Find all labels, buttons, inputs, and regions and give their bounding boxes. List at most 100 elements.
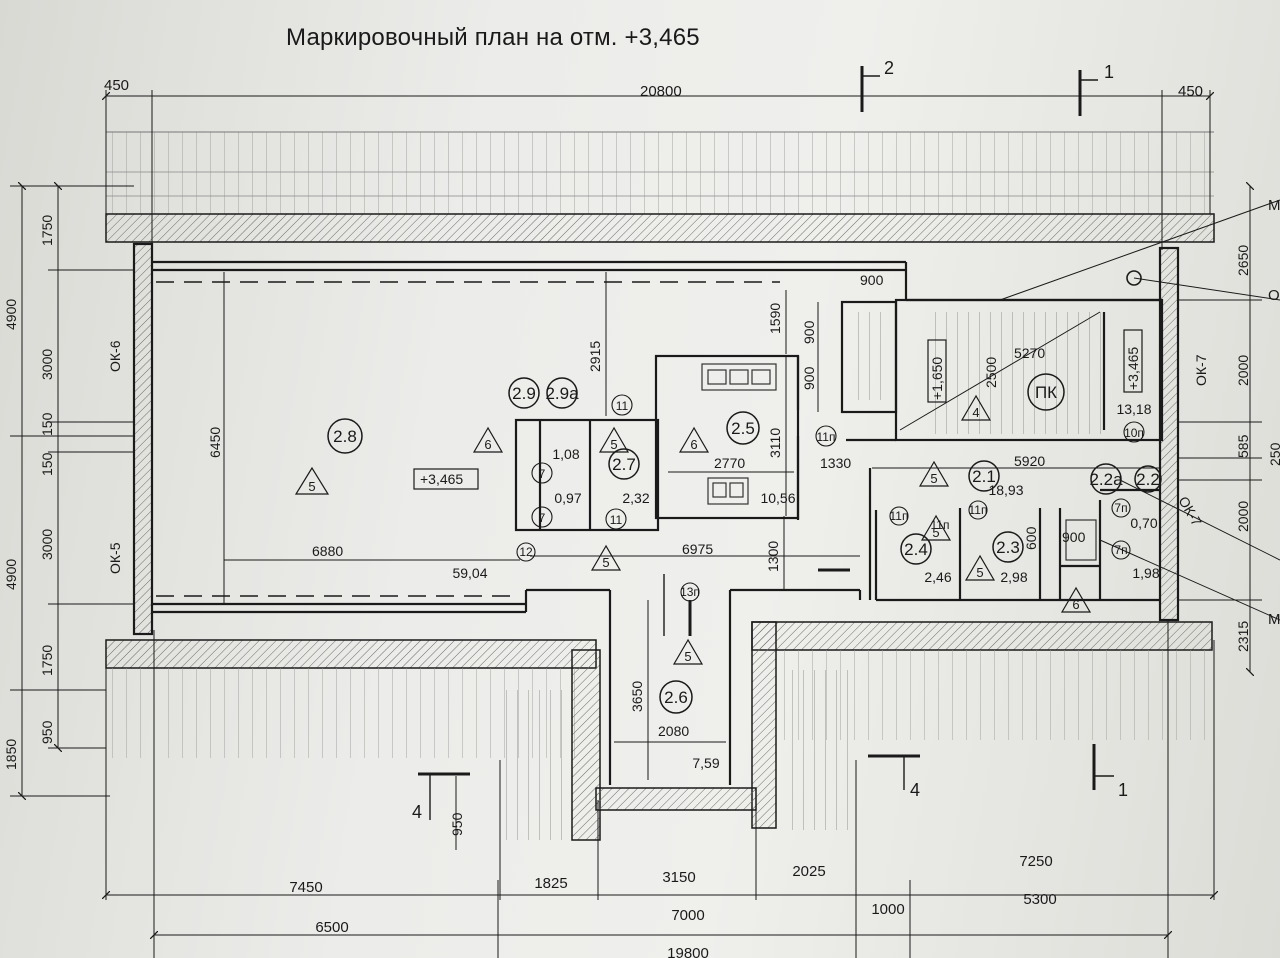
room-2-1: 2.1 <box>972 467 996 486</box>
dim-900-top: 900 <box>860 272 884 288</box>
section-labels: 2 1 4 4 1 <box>412 58 1128 822</box>
tag-12: 12 <box>519 545 533 559</box>
dim-2500: 2500 <box>983 357 999 388</box>
callout-m-top: М <box>1268 197 1280 214</box>
tag-7d: 7п <box>1114 543 1127 557</box>
area-2-7: 2,32 <box>622 490 649 506</box>
finish-5-corr: 5 <box>602 555 609 570</box>
right-callouts: М О М <box>1268 197 1280 628</box>
dim-1825: 1825 <box>534 875 567 892</box>
area-2-9a: 0,97 <box>554 490 581 506</box>
dim-2025: 2025 <box>792 863 825 880</box>
dim-right-2000a: 2000 <box>1235 355 1251 386</box>
finish-triangles <box>294 394 1092 665</box>
dim-right-585: 585 <box>1235 434 1251 458</box>
right-dimensions: 2650 2000 585 250 2000 2315 <box>1235 245 1280 652</box>
dim-1330: 1330 <box>820 455 851 471</box>
area-2-9: 1,08 <box>552 446 579 462</box>
fixtures <box>701 363 1097 561</box>
dim-3150: 3150 <box>662 869 695 886</box>
dim-7250: 7250 <box>1019 853 1052 870</box>
room-2-9a: 2.9a <box>545 384 579 403</box>
dim-5300: 5300 <box>1023 891 1056 908</box>
finish-4-pk: 4 <box>972 405 979 420</box>
tag-11c: 11п <box>817 430 836 444</box>
dim-19800: 19800 <box>667 945 709 958</box>
dim-left-150a: 150 <box>39 412 55 436</box>
dim-right-2315: 2315 <box>1235 621 1251 652</box>
room-markers <box>327 373 1162 714</box>
dim-top-right: 450 <box>1178 83 1203 100</box>
dim-1000: 1000 <box>871 901 904 918</box>
dim-7000: 7000 <box>671 907 704 924</box>
tag-13: 13п <box>680 585 700 599</box>
left-dimensions: 1750 3000 150 150 3000 1750 950 4900 490… <box>3 215 55 770</box>
dim-900-mid: 900 <box>801 320 817 344</box>
level-main: +3,465 <box>420 471 463 487</box>
outer-walls <box>132 242 1180 785</box>
area-2-8: 59,04 <box>452 565 487 581</box>
dimension-lines <box>10 90 1262 958</box>
dim-left-4900a: 4900 <box>3 299 19 330</box>
dim-left-4900b: 4900 <box>3 559 19 590</box>
roof-bottom-band <box>105 621 1213 841</box>
dim-2770: 2770 <box>714 455 745 471</box>
room-labels: 2.8 2.9 2.9a 2.7 2.5 2.1 2.2a 2.2 2.4 2.… <box>333 383 1160 707</box>
dim-left-150b: 150 <box>39 452 55 476</box>
dim-5920: 5920 <box>1014 453 1045 469</box>
section-2-top: 2 <box>884 58 894 78</box>
dim-1300: 1300 <box>765 541 781 572</box>
finish-6-2-5: 6 <box>690 437 697 452</box>
roof-top-band <box>105 131 1215 243</box>
window-ok5: ОК-5 <box>107 542 123 574</box>
room-2-7: 2.7 <box>612 455 636 474</box>
door-marks <box>663 568 850 636</box>
section-4-mid: 4 <box>910 780 920 800</box>
tag-11a: 11 <box>616 399 629 413</box>
dim-600: 600 <box>1023 526 1039 550</box>
section-1-top: 1 <box>1104 62 1114 82</box>
tag-labels: 11 11 11п 11п 11п 10п 7 7 7п 7п 12 13п 1… <box>519 399 1144 599</box>
dim-left-1750a: 1750 <box>39 215 55 246</box>
finish-6-2-9: 6 <box>484 437 491 452</box>
stair-lk <box>848 311 1102 434</box>
dim-6880: 6880 <box>312 543 343 559</box>
level-stair-high: +3,465 <box>1125 347 1141 390</box>
finish-5-2-6: 5 <box>684 649 691 664</box>
partitions <box>514 298 1164 600</box>
dim-1590: 1590 <box>767 303 783 334</box>
finish-5-2-1: 5 <box>930 471 937 486</box>
area-2-2: 0,70 <box>1130 515 1157 531</box>
interior-dimensions: 6450 2915 1590 900 900 900 3110 2770 133… <box>207 272 1086 836</box>
tag-circles <box>516 394 1145 602</box>
dim-950: 950 <box>449 812 465 836</box>
finish-5-2-7: 5 <box>610 437 617 452</box>
window-ok7-top: ОК-7 <box>1193 354 1209 386</box>
area-pk: 13,18 <box>1116 401 1151 417</box>
section-4-left: 4 <box>412 802 422 822</box>
tag-7a: 7 <box>539 467 546 481</box>
dim-900-wc: 900 <box>1062 529 1086 545</box>
tag-7c: 7п <box>1114 501 1127 515</box>
dim-top-overall: 20800 <box>640 83 682 100</box>
tag-11b: 11 <box>610 513 623 527</box>
callout-o: О <box>1268 287 1280 304</box>
area-2-3: 2,98 <box>1000 569 1027 585</box>
room-2-3: 2.3 <box>996 538 1020 557</box>
dim-right-2650: 2650 <box>1235 245 1251 276</box>
level-stair-low: +1,650 <box>929 357 945 400</box>
dim-left-3000a: 3000 <box>39 349 55 380</box>
dim-right-2000b: 2000 <box>1235 501 1251 532</box>
dim-900-low: 900 <box>801 366 817 390</box>
dim-left-1750b: 1750 <box>39 645 55 676</box>
finish-5-2-3: 5 <box>976 565 983 580</box>
tag-11e: 11п <box>969 503 988 517</box>
plan-title: Маркировочный план на отм. +3,465 <box>286 24 700 51</box>
room-2-9: 2.9 <box>512 384 536 403</box>
room-2-8: 2.8 <box>333 427 357 446</box>
tag-7b: 7 <box>539 511 546 525</box>
area-2-6: 7,59 <box>692 755 719 771</box>
finish-5-2-4: 5 <box>932 525 939 540</box>
dim-2915: 2915 <box>587 341 603 372</box>
